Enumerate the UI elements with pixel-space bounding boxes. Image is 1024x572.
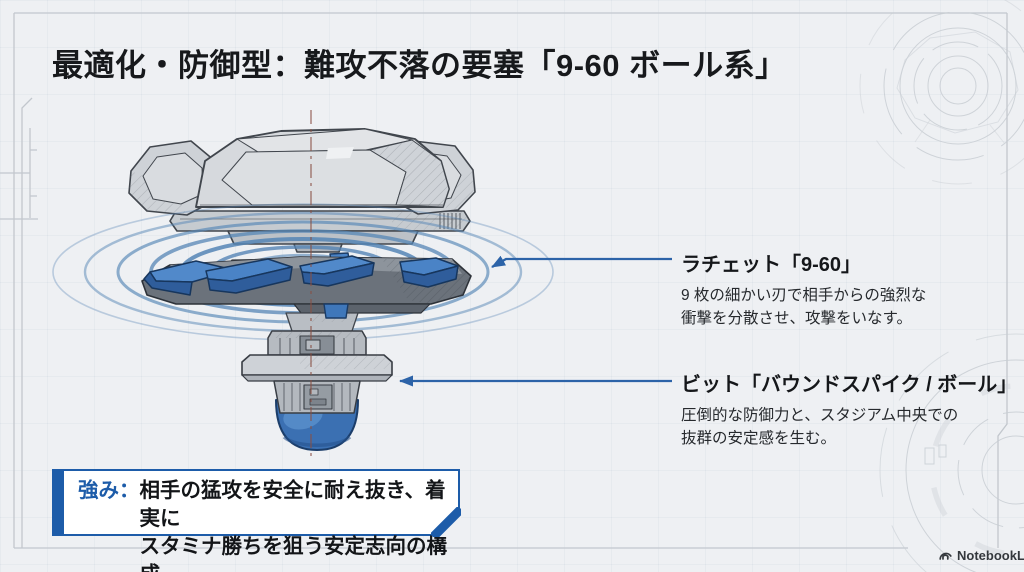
decor-bottom-right-arcs: [879, 333, 1024, 572]
annotation-ratchet-heading: ラチェット「9-60」: [681, 254, 862, 276]
bit-bound-spike-ball-layer: [241, 330, 393, 451]
watermark-brand: NotebookLM: [957, 548, 1024, 563]
slide-title: 最適化・防御型：難攻不落の要塞「9-60 ボール系」: [52, 48, 787, 83]
strength-box-corner-cut: [431, 507, 461, 537]
notebooklm-logo-icon: [939, 552, 952, 560]
annotation-ratchet-body: 9 枚の細かい刃で相手からの強烈な 衝撃を分散させ、攻撃をいなす。: [681, 287, 927, 327]
annotation-bit: ビット「バウンドスパイク / ボール」 圧倒的な防御力と、スタジアム中央での 抜…: [681, 368, 1021, 450]
annotation-ratchet: ラチェット「9-60」 9 枚の細かい刃で相手からの強烈な 衝撃を分散させ、攻撃…: [681, 248, 1021, 330]
decor-top-right-circles: [859, 0, 1024, 185]
watermark: NotebookLM: [938, 548, 1024, 563]
annotation-bit-heading: ビット「バウンドスパイク / ボール」: [681, 374, 1018, 396]
strength-box-label: 強み：: [78, 479, 140, 502]
annotation-arrows: [399, 255, 672, 387]
blade-top-layer: [128, 128, 476, 253]
ratchet-arrow: [491, 255, 672, 268]
annotation-bit-body: 圧倒的な防御力と、スタジアム中央での 抜群の安定感を生む。: [681, 407, 959, 447]
strength-box-text: 強み： 相手の猛攻を安全に耐え抜き、着実に スタミナ勝ちを狙う安定志向の構成。: [78, 477, 458, 572]
ratchet-9-60-layer: [141, 252, 472, 332]
strength-box-body: 相手の猛攻を安全に耐え抜き、着実に スタミナ勝ちを狙う安定志向の構成。: [139, 479, 448, 572]
strength-box: 強み： 相手の猛攻を安全に耐え抜き、着実に スタミナ勝ちを狙う安定志向の構成。: [52, 469, 461, 572]
blueprint-frame: [0, 12, 1008, 549]
strength-box-accent-bar: [54, 471, 64, 534]
